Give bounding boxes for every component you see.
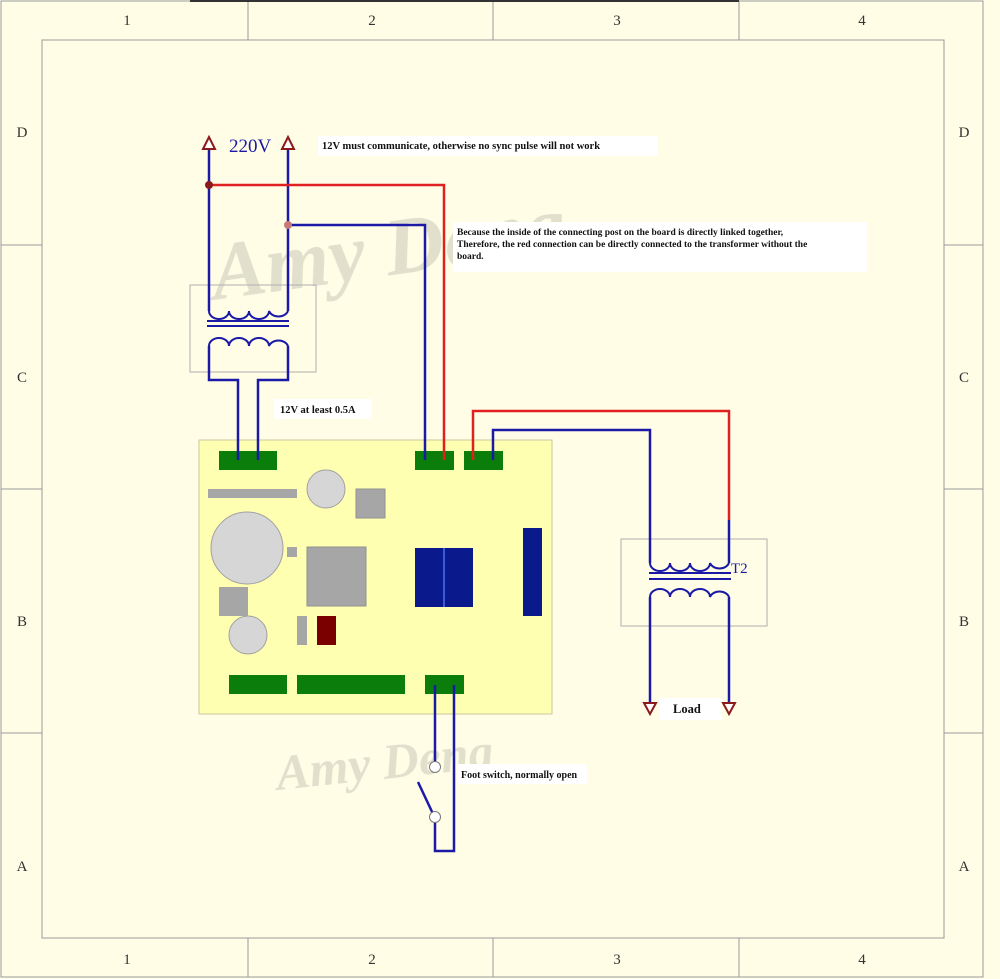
row-label-right-b: B	[959, 614, 969, 630]
wire-sync-red	[209, 183, 446, 460]
wire-foot-loop	[433, 685, 456, 853]
connector-bottom-2	[297, 675, 405, 694]
wire-output-blue	[491, 428, 652, 563]
junction-dot-pink	[284, 221, 292, 229]
arrow-load-left	[642, 702, 658, 717]
foot-switch-label: Foot switch, normally open	[461, 770, 578, 781]
row-label-right-a: A	[959, 859, 970, 875]
wire-foot-switch-blade	[416, 781, 436, 817]
post-note-line-2: Therefore, the red connection can be dir…	[457, 240, 807, 250]
col-label-top-2: 2	[368, 13, 376, 29]
terminal-block-vertical	[523, 528, 542, 616]
post-note-box	[453, 222, 867, 272]
red-capacitor	[317, 616, 336, 645]
transformer-2-windings	[649, 562, 731, 598]
capacitor-small-bottom	[228, 615, 268, 655]
transformer-2-label: T2	[731, 561, 748, 577]
col-label-bottom-3: 3	[613, 952, 621, 968]
col-label-bottom-2: 2	[368, 952, 376, 968]
post-note-line-1: Because the inside of the connecting pos…	[457, 228, 784, 238]
resistor	[297, 616, 307, 645]
blue-wires	[207, 148, 731, 853]
transformer-2-box	[620, 538, 768, 627]
connector-output	[464, 451, 503, 470]
col-label-top-1: 1	[123, 13, 131, 29]
wire-12v-right	[256, 346, 290, 460]
arrows	[201, 134, 737, 717]
wire-sync-blue	[288, 223, 427, 460]
sync-note-box	[318, 136, 658, 156]
load-label: Load	[673, 702, 701, 716]
connector-12v-input	[219, 451, 277, 470]
capacitor-small-top	[306, 469, 346, 509]
supply-note-box	[274, 399, 372, 419]
foot-switch-contact-top	[429, 761, 441, 773]
load-label-box	[660, 698, 722, 720]
row-label-left-a: A	[17, 859, 28, 875]
connector-sync-input	[415, 451, 454, 470]
connector-footswitch	[425, 675, 464, 694]
wire-output-red	[471, 409, 731, 520]
row-label-left-c: C	[17, 370, 27, 386]
main-chip	[306, 546, 367, 607]
arrow-220v-left	[201, 134, 217, 150]
col-label-top-4: 4	[858, 13, 866, 29]
foot-switch-contact-bottom	[429, 811, 441, 823]
sync-note: 12V must communicate, otherwise no sync …	[322, 141, 600, 152]
col-label-top-3: 3	[613, 13, 621, 29]
arrow-220v-right	[280, 134, 296, 150]
zone-dividers	[1, 1, 983, 977]
pin-header	[208, 489, 297, 498]
row-label-left-b: B	[17, 614, 27, 630]
chip-small-top	[355, 488, 386, 519]
transformer-1-windings	[207, 310, 289, 347]
wire-12v-left	[207, 346, 240, 460]
arrow-load-right	[721, 702, 737, 717]
row-label-left-d: D	[17, 125, 28, 141]
mains-voltage-label: 220V	[229, 136, 272, 157]
col-label-bottom-4: 4	[858, 952, 866, 968]
red-wires	[209, 183, 731, 520]
supply-note: 12V at least 0.5A	[280, 405, 356, 416]
capacitor-large	[210, 511, 284, 585]
foot-switch-note-box	[457, 764, 587, 784]
junction-dot-red	[205, 181, 213, 189]
row-label-right-c: C	[959, 370, 969, 386]
board-components	[208, 451, 542, 694]
post-note-line-3: board.	[457, 252, 484, 262]
connector-bottom-1	[229, 675, 287, 694]
chip-small-left	[219, 587, 248, 616]
smd-component	[287, 547, 297, 557]
col-label-bottom-1: 1	[123, 952, 131, 968]
transformer-1-box	[189, 284, 317, 373]
row-label-right-d: D	[959, 125, 970, 141]
